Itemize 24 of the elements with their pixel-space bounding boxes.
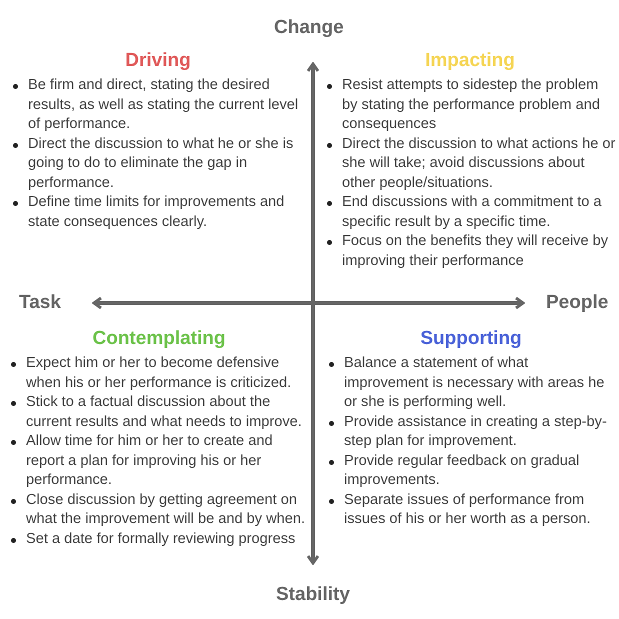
axis-label: Task bbox=[19, 292, 61, 314]
axis-label: People bbox=[546, 292, 608, 314]
bullet-text: Balance a statement of what improvement is necessary with areas he or she is performing well. bbox=[344, 355, 604, 410]
bullet-text: Stick to a factual discussion about the current results and what needs to improve. bbox=[26, 394, 302, 430]
bullet-text: Expect him or her to become defensive when his or her performance is criticized. bbox=[26, 355, 292, 390]
bullet-text: Direct the discussion to what actions he or she will take; avoid discussions about other people/situations. bbox=[342, 136, 616, 190]
axis-label: Stability bbox=[276, 584, 350, 606]
quadrant-heading: Impacting bbox=[424, 50, 516, 72]
bullet-text: Define time limits for improvements and state consequences clearly. bbox=[28, 194, 284, 230]
bullet-text: Set a date for formally reviewing progress bbox=[26, 530, 296, 546]
bullet-text: End discussions with a commitment to a specific result by a specific time. bbox=[342, 194, 602, 230]
bullet-text: Focus on the benefits they will receive by improving their performance bbox=[342, 233, 608, 268]
axis-label: Change bbox=[274, 17, 344, 39]
quadrant-heading: Supporting bbox=[419, 328, 523, 350]
bullet-text: Direct the discussion to what he or she is going to do to eliminate the gap in performance. bbox=[28, 136, 294, 190]
quadrant-heading: Contemplating bbox=[92, 328, 226, 350]
bullet-text: Be firm and direct, stating the desired results, as well as stating the current level of performance. bbox=[28, 77, 298, 132]
quadrant-heading: Driving bbox=[124, 50, 192, 72]
bullet-text: Provide assistance in creating a step-by-step plan for improvement. bbox=[344, 414, 607, 449]
bullet-text: Close discussion by getting agreement on what the improvement will be and by when. bbox=[26, 492, 306, 527]
bullet-text: Separate issues of performance from issues of his or her worth as a person. bbox=[344, 492, 591, 527]
bullet-text: Allow time for him or her to create and report a plan for improving his or her performance. bbox=[26, 433, 273, 488]
bullet-text: Provide regular feedback on gradual improvements. bbox=[344, 452, 580, 488]
bullet-text: Resist attempts to sidestep the problem by stating the performance problem and consequences bbox=[342, 77, 600, 132]
